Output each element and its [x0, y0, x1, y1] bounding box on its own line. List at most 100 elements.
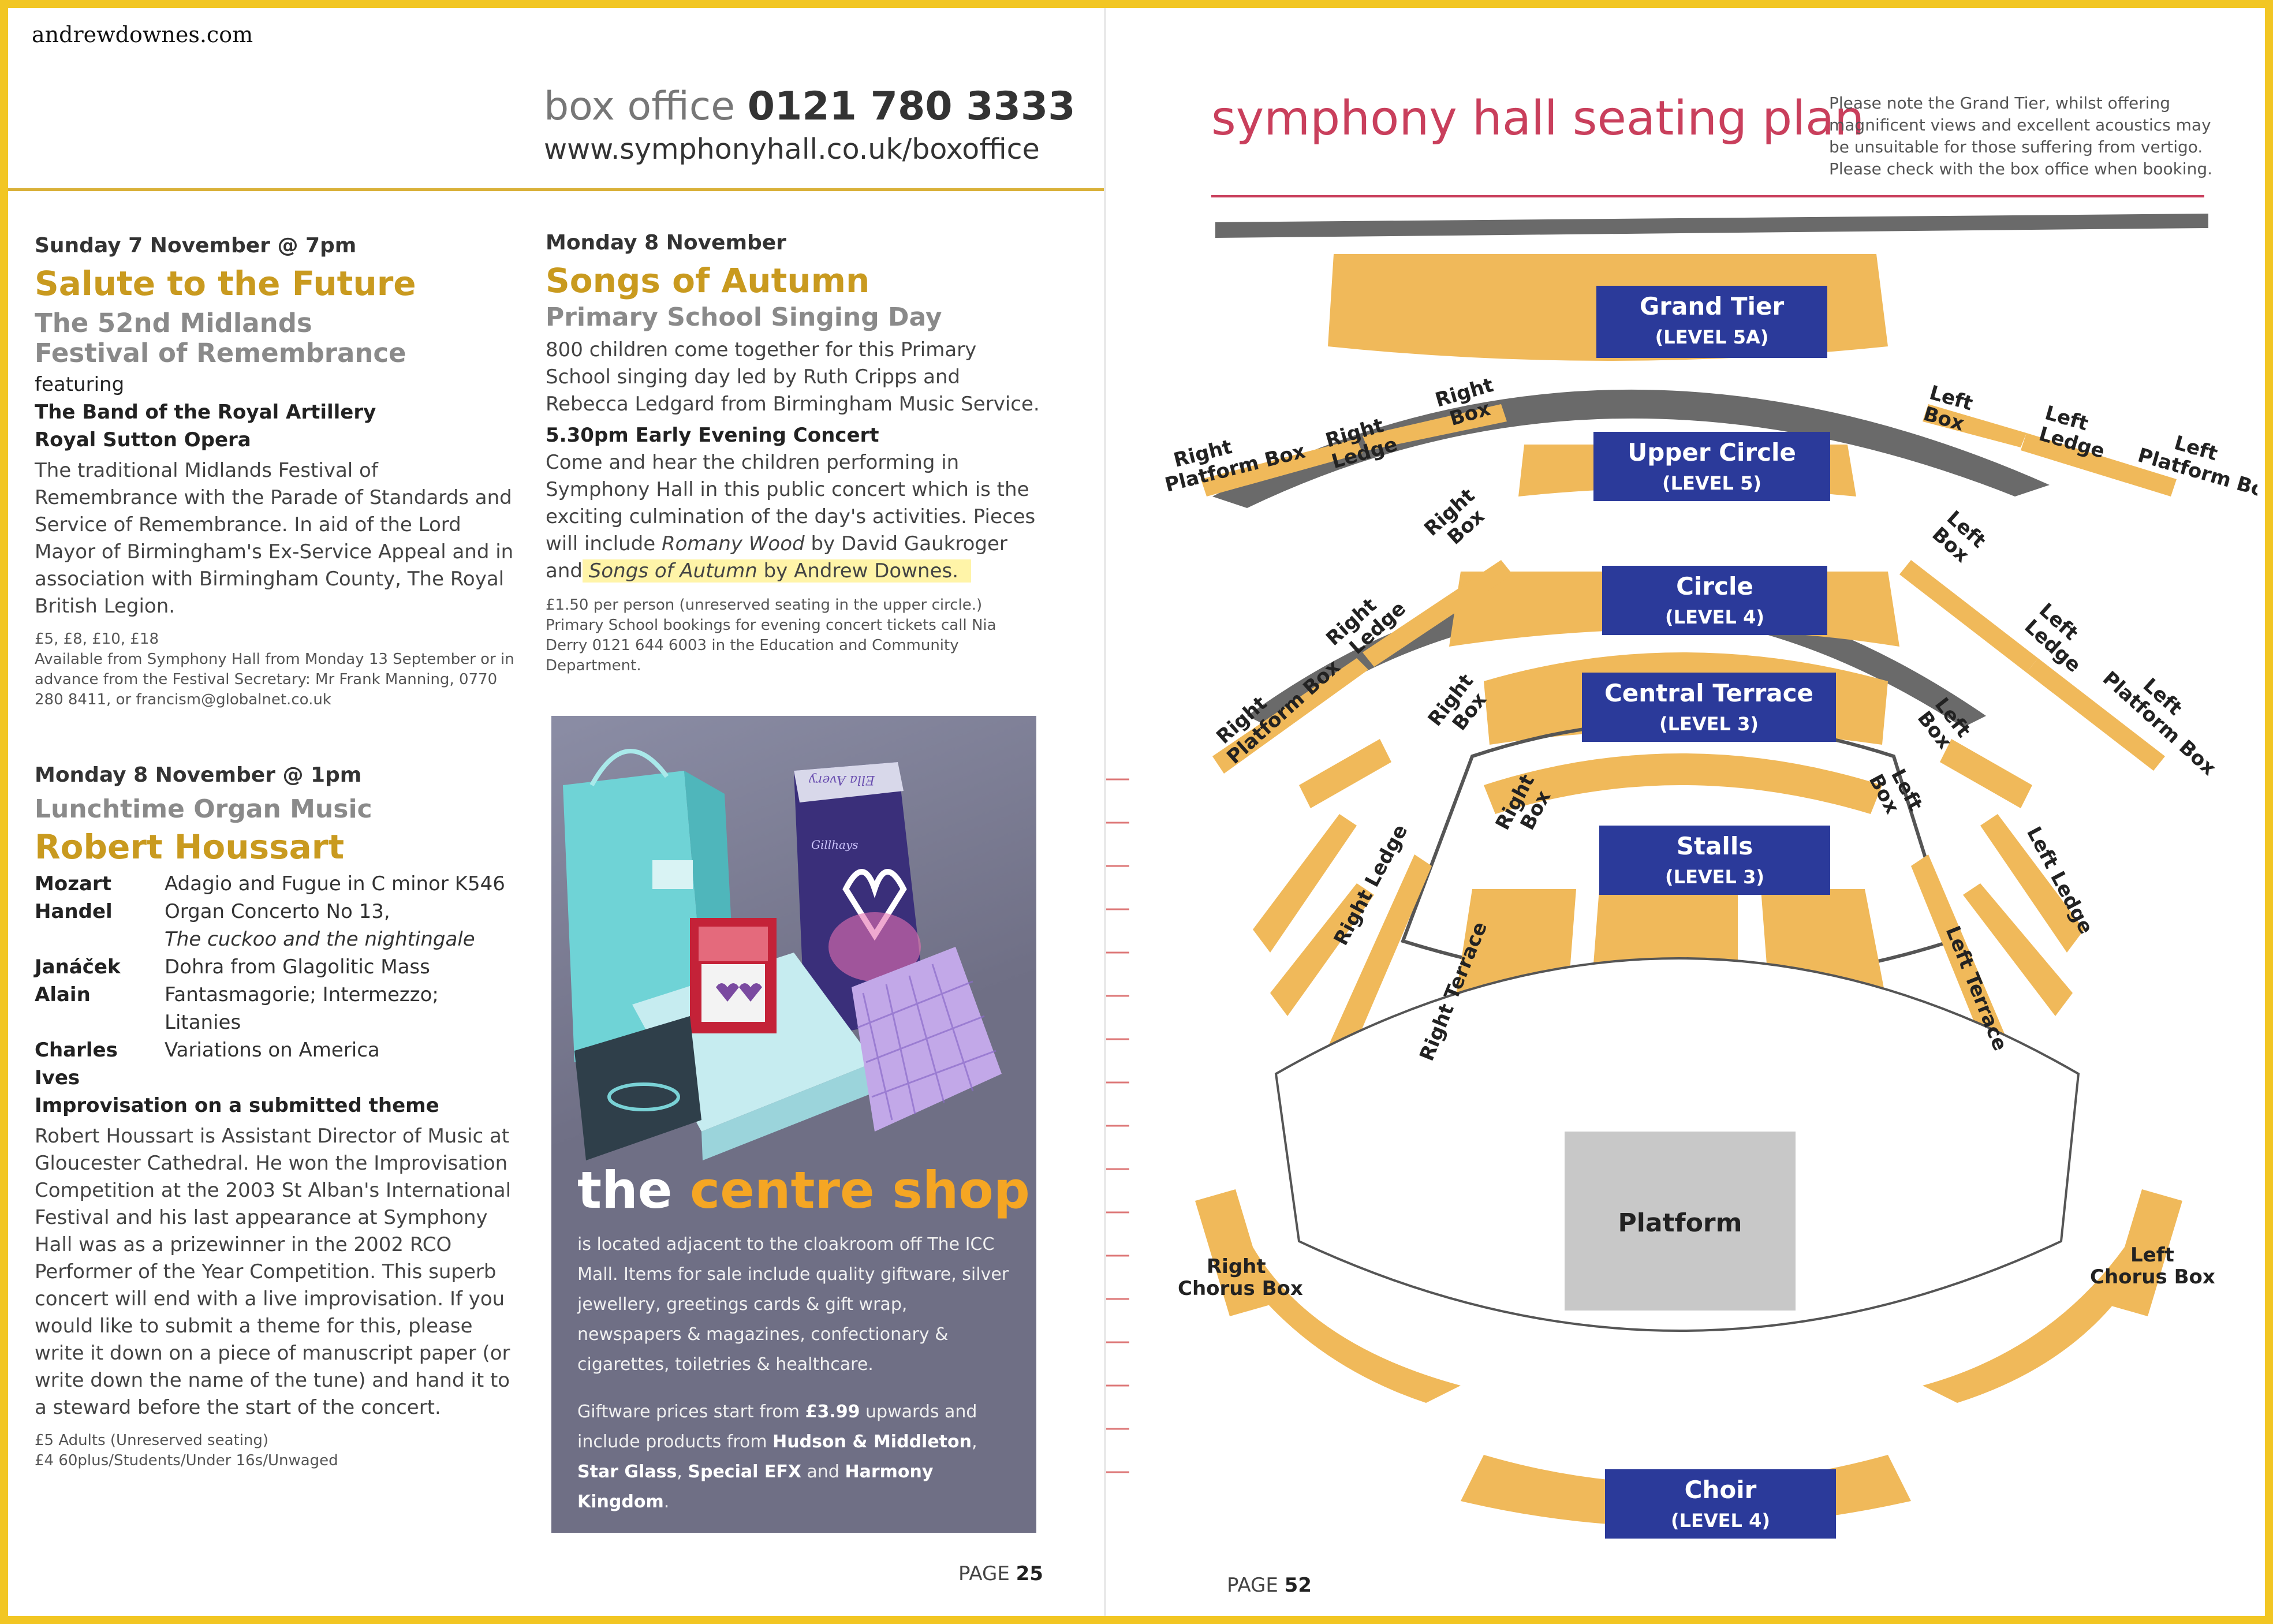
left-box-label-stalls: LeftBox: [1864, 760, 1927, 825]
level-box-circle[interactable]: [1602, 566, 1827, 635]
work-line-2: The cuckoo and the nightingale: [165, 928, 475, 951]
brand-4: Harmony Kingdom: [577, 1462, 934, 1512]
heart-logo-icon: [842, 869, 907, 941]
composer: Handel: [35, 900, 113, 924]
svg-text:(LEVEL 4): (LEVEL 4): [1671, 1510, 1770, 1532]
brand-1: Hudson & Middleton: [772, 1432, 972, 1452]
level-box-choir[interactable]: [1605, 1469, 1836, 1539]
bag-brand-text: Ella Avery: [809, 772, 875, 787]
conjunction: and: [546, 559, 583, 583]
right-box-label-upper: RightBox: [1420, 484, 1494, 557]
brand-3: Special EFX: [688, 1462, 801, 1482]
event-title: Robert Houssart: [35, 827, 345, 867]
shop-title-name: centre shop: [690, 1160, 1030, 1220]
svg-text:Central Terrace: Central Terrace: [1604, 679, 1813, 707]
right-platform-box-label-mid: RightPlatform Box: [1208, 639, 1345, 769]
page-number-left: PAGE 25: [958, 1562, 1043, 1585]
earring-icon: [739, 983, 762, 1002]
giftware-illustration: Ella Avery Gillhays: [563, 748, 1002, 1160]
right-choir-tier[interactable]: [1236, 1247, 1461, 1403]
left-platform-box-label-mid: LeftPlatform Box: [2098, 651, 2235, 781]
level-box-grand-tier[interactable]: [1596, 286, 1827, 358]
box-office-phone: 0121 780 3333: [747, 84, 1076, 129]
page-number: 52: [1284, 1574, 1312, 1597]
shop-title: the centre shop: [577, 1160, 1030, 1220]
level-boxes: Grand Tier (LEVEL 5A) Upper Circle (LEVE…: [1582, 286, 1836, 1539]
left-chorus-box[interactable]: [2107, 1189, 2182, 1316]
event-songs-of-autumn: Monday 8 November Songs of Autumn Primar…: [546, 231, 1042, 676]
svg-text:Choir: Choir: [1685, 1476, 1757, 1504]
shop-prices: Giftware prices start from £3.99 upwards…: [577, 1402, 977, 1512]
svg-text:Stalls: Stalls: [1677, 832, 1753, 860]
centre-shop-advert: Ella Avery Gillhays th: [551, 716, 1036, 1533]
event-title: Songs of Autumn: [546, 261, 870, 300]
svg-text:Upper Circle: Upper Circle: [1628, 438, 1796, 466]
bracelet-box: [574, 1016, 701, 1160]
gift-tag: [652, 860, 693, 889]
gift-bag: [563, 771, 707, 1062]
piece-1-composer: by David Gaukroger: [811, 532, 1007, 556]
margin-ticks: [1106, 778, 1129, 1473]
work: Variations on America: [165, 1039, 380, 1062]
event-series: Lunchtime Organ Music: [35, 794, 372, 824]
box-office-url[interactable]: www.symphonyhall.co.uk/boxoffice: [544, 133, 1040, 166]
svg-text:(LEVEL 5): (LEVEL 5): [1662, 472, 1761, 494]
composer: Charles Ives: [35, 1039, 118, 1090]
level-box-stalls[interactable]: [1599, 826, 1830, 895]
piece-2-composer: by Andrew Downes.: [763, 559, 959, 583]
program-row: Handel Organ Concerto No 13, The cuckoo an…: [35, 898, 520, 953]
price-value: £3.99: [805, 1402, 860, 1422]
event-prices: £5, £8, £10, £18: [35, 630, 159, 648]
work: Dohra from Glagolitic Mass: [165, 955, 430, 979]
svg-text:(LEVEL 3): (LEVEL 3): [1659, 713, 1759, 735]
event-price-2: £4 60plus/Students/Under 16s/Unwaged: [35, 1452, 338, 1470]
svg-text:Circle: Circle: [1676, 572, 1753, 600]
platform: [1565, 1132, 1796, 1311]
work: Organ Concerto No 13, The cuckoo and the …: [165, 898, 520, 953]
event-price-note: £1.50 per person (unreserved seating in …: [546, 596, 996, 675]
work: Fantasmagorie; Intermezzo; Litanies: [165, 983, 439, 1035]
concert-heading: 5.30pm Early Evening Concert: [546, 424, 879, 447]
title-divider: [1211, 195, 2204, 197]
event-availability: Available from Symphony Hall from Monday…: [35, 651, 514, 709]
event-date: Monday 8 November: [546, 231, 786, 255]
event-description: The traditional Midlands Festival of Rem…: [35, 459, 514, 618]
level-box-upper-circle[interactable]: [1593, 432, 1830, 501]
site-watermark: andrewdownes.com: [32, 22, 253, 47]
top-aisle: [1215, 214, 2208, 238]
level-box-central-terrace[interactable]: [1582, 673, 1836, 742]
price-intro: Giftware prices start from: [577, 1402, 800, 1422]
right-chorus-box[interactable]: [1195, 1189, 1270, 1316]
event-title: Salute to the Future: [35, 264, 416, 303]
shop-description: is located adjacent to the cloakroom off…: [577, 1234, 1009, 1375]
event-houssart: Monday 8 November @ 1pm Lunchtime Organ …: [35, 763, 520, 1471]
page-spine: [1104, 8, 1106, 1616]
event-subtitle: Primary School Singing Day: [546, 302, 942, 332]
event-subtitle-1: The 52nd Midlands: [35, 307, 312, 338]
work: Adagio and Fugue in C minor K546: [165, 872, 505, 896]
featuring-label: featuring: [35, 373, 125, 397]
event-salute: Sunday 7 November @ 7pm Salute to the Fu…: [35, 234, 520, 710]
highlighted-piece: Songs of Autumn by Andrew Downes.: [582, 559, 971, 583]
left-platform-box-label: LeftPlatform Box: [2135, 423, 2257, 506]
work-line-1: Organ Concerto No 13,: [165, 900, 390, 924]
svg-text:(LEVEL 3): (LEVEL 3): [1665, 866, 1764, 888]
platform-label: Platform: [1618, 1208, 1742, 1238]
page-label: PAGE: [958, 1562, 1010, 1585]
event-price-1: £5 Adults (Unreserved seating): [35, 1432, 269, 1450]
piece-1: Romany Wood: [661, 532, 805, 556]
svg-text:(LEVEL 4): (LEVEL 4): [1665, 606, 1764, 628]
shop-title-the: the: [577, 1160, 673, 1220]
performer-2: Royal Sutton Opera: [35, 428, 251, 452]
header-divider: [8, 188, 1104, 191]
concert-intro: Come and hear the children performing in…: [546, 451, 1036, 556]
svg-text:Grand Tier: Grand Tier: [1640, 292, 1785, 320]
brand-2: Star Glass: [577, 1462, 677, 1482]
brand-and: and: [807, 1462, 839, 1482]
